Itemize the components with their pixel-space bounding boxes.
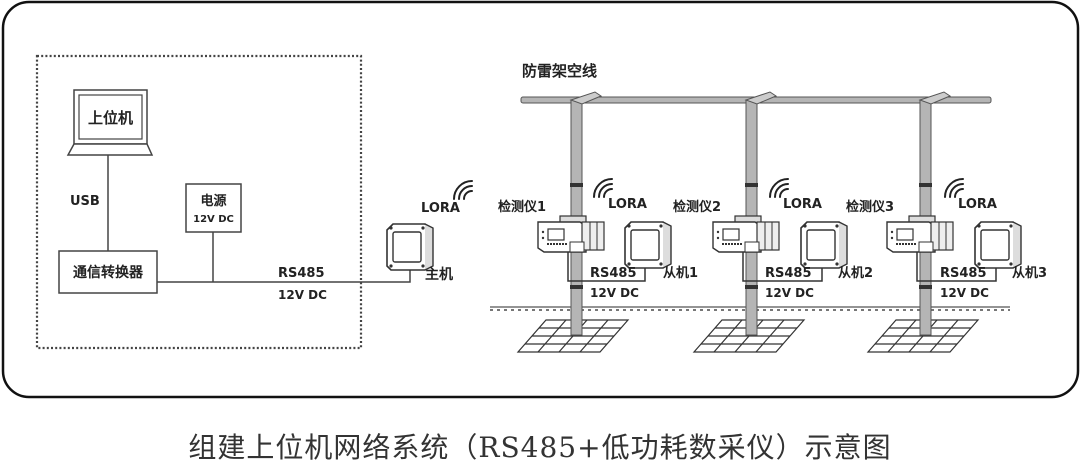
control-room-boundary (35, 54, 363, 350)
station-1-cable (567, 252, 646, 282)
converter-label: 通信转换器 (73, 264, 144, 281)
station-2: 检测仪2 LORA RS485 12V DC 从机2 (673, 91, 873, 353)
host-pc-label: 上位机 (88, 109, 133, 127)
pole-cap-2 (744, 91, 778, 105)
station-1-detector: 检测仪1 (498, 199, 546, 215)
slave-1 (624, 221, 672, 269)
station-1-slave: 从机1 (663, 265, 698, 281)
master-wireless-icon (453, 180, 473, 200)
power-supply-title: 电源 (200, 193, 226, 209)
station-2-cable (742, 252, 823, 282)
station-3-wireless-icon (944, 178, 964, 198)
station-3-wireless: LORA (958, 197, 997, 212)
station-2-detector: 检测仪2 (673, 199, 721, 215)
figure-caption: 组建上位机网络系统（RS485+低功耗数采仪）示意图 (188, 431, 892, 464)
detector-2 (712, 215, 780, 253)
station-3-power: 12V DC (940, 286, 989, 300)
station-1-power: 12V DC (590, 286, 639, 300)
station-2-protocol: RS485 (765, 266, 812, 281)
converter: 通信转换器 (58, 250, 158, 294)
trunk-power: 12V DC (278, 288, 327, 302)
detector-3 (886, 215, 954, 253)
master-wireless-label: LORA (421, 201, 460, 216)
station-3-protocol: RS485 (940, 266, 987, 281)
station-3-detector: 检测仪3 (846, 199, 894, 215)
outer-frame (1, 0, 1080, 399)
power-supply-spec: 12V DC (193, 214, 234, 225)
master-label: 主机 (425, 266, 453, 283)
station-1-wireless-icon (593, 178, 613, 198)
usb-label: USB (70, 194, 100, 209)
station-2-slave: 从机2 (838, 265, 873, 281)
pole-cap-3 (918, 91, 952, 105)
station-1-protocol: RS485 (590, 266, 637, 281)
station-2-power: 12V DC (765, 286, 814, 300)
station-3-slave: 从机3 (1012, 265, 1047, 281)
pole-cap-1 (569, 91, 603, 105)
power-supply: 电源 12V DC (185, 183, 242, 233)
master-unit: LORA 主机 (386, 180, 473, 283)
station-1: 检测仪1 LORA RS485 12V DC 从机1 (498, 91, 698, 353)
host-pc: 上位机 (66, 89, 154, 156)
station-3: 检测仪3 LORA RS485 12V DC 从机3 (846, 91, 1047, 353)
station-3-cable (916, 252, 997, 282)
station-1-wireless: LORA (608, 197, 647, 212)
detector-1 (537, 215, 605, 253)
slave-3 (974, 221, 1022, 269)
overhead-line-label: 防雷架空线 (522, 62, 597, 80)
trunk-protocol: RS485 (278, 266, 325, 281)
station-2-wireless: LORA (783, 197, 822, 212)
slave-2 (800, 221, 848, 269)
station-2-wireless-icon (769, 178, 789, 198)
